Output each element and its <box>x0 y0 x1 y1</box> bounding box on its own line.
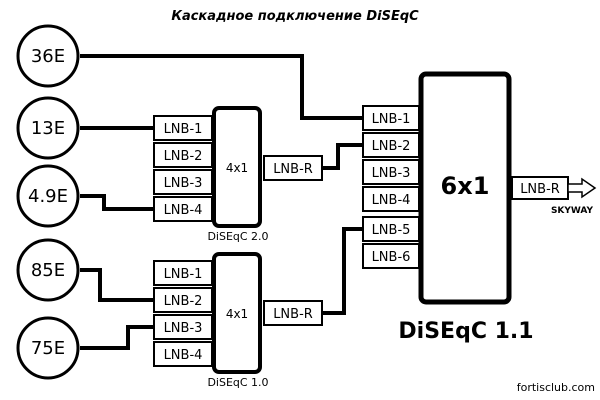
switch-main-port-lnb1: LNB-1 <box>362 105 420 131</box>
switch-top-port-lnb1: LNB-1 <box>153 115 213 141</box>
satellite-75e: 75E <box>16 316 80 380</box>
receiver-label: SKYWAY <box>551 206 594 216</box>
satellite-4-9e: 4.9E <box>16 164 80 228</box>
port-label: LNB-3 <box>164 321 203 336</box>
port-label: LNB-4 <box>164 348 203 363</box>
switch-main-6x1: LNB-1 LNB-2 LNB-3 LNB-4 LNB-5 LNB-6 6x1 … <box>362 71 597 344</box>
switch-top-port-lnb3: LNB-3 <box>153 169 213 195</box>
port-label: LNB-6 <box>372 250 411 265</box>
satellite-36e: 36E <box>16 24 80 88</box>
wire-36e-to-main-lnb1 <box>80 54 363 120</box>
switch-main-body <box>418 71 512 305</box>
switch-top-caption: DiSEqC 2.0 <box>207 230 268 243</box>
switch-bottom-port-lnb4: LNB-4 <box>153 341 213 367</box>
switch-main-label: 6x1 <box>441 172 490 200</box>
switch-top-4x1: LNB-1 LNB-2 LNB-3 LNB-4 4x1 LNB-R DiSEqC… <box>153 106 323 243</box>
switch-bottom-port-lnb2: LNB-2 <box>153 287 213 313</box>
switch-main-caption: DiSEqC 1.1 <box>398 319 533 344</box>
switch-bottom-label: 4x1 <box>226 307 248 321</box>
port-label: LNB-3 <box>164 176 203 191</box>
switch-bottom-4x1: LNB-1 LNB-2 LNB-3 LNB-4 4x1 LNB-R DiSEqC… <box>153 252 323 389</box>
switch-main-port-lnb4: LNB-4 <box>362 186 420 212</box>
switch-top-port-lnb2: LNB-2 <box>153 142 213 168</box>
wire-bottom-out-to-main-lnb5 <box>322 227 363 315</box>
satellite-13e: 13E <box>16 96 80 160</box>
satellite-label: 4.9E <box>28 186 68 207</box>
switch-bottom-output-port: LNB-R <box>263 300 323 326</box>
port-label: LNB-2 <box>164 149 203 164</box>
port-label: LNB-2 <box>372 139 411 154</box>
diagram-title: Каскадное подключение DiSEqC <box>171 9 419 24</box>
wire-75e-to-bottom-lnb3 <box>80 325 154 350</box>
port-label: LNB-1 <box>372 112 411 127</box>
switch-bottom-port-lnb3: LNB-3 <box>153 314 213 340</box>
switch-bottom-body <box>212 252 262 374</box>
footer-credit: fortisclub.com <box>517 381 595 394</box>
switch-bottom-caption: DiSEqC 1.0 <box>207 376 268 389</box>
switch-top-output-port: LNB-R <box>263 155 323 181</box>
port-label: LNB-2 <box>164 294 203 309</box>
switch-main-output-port: LNB-R <box>511 176 569 200</box>
port-label: LNB-R <box>273 162 313 177</box>
port-label: LNB-5 <box>372 223 411 238</box>
connection-wires <box>80 54 363 350</box>
port-label: LNB-4 <box>164 203 203 218</box>
port-label: LNB-1 <box>164 122 203 137</box>
satellite-label: 13E <box>31 118 65 139</box>
switch-top-body <box>212 106 262 228</box>
switch-main-port-lnb3: LNB-3 <box>362 159 420 185</box>
satellite-label: 75E <box>31 338 65 359</box>
switch-bottom-port-lnb1: LNB-1 <box>153 260 213 286</box>
wire-85e-to-bottom-lnb2 <box>80 268 154 302</box>
wire-top-out-to-main-lnb2 <box>322 143 363 170</box>
port-label: LNB-4 <box>372 193 411 208</box>
wire-49e-to-top-lnb4 <box>80 194 154 211</box>
satellite-label: 36E <box>31 46 65 67</box>
port-label: LNB-R <box>520 182 560 197</box>
switch-main-port-lnb6: LNB-6 <box>362 243 420 269</box>
switch-main-port-lnb2: LNB-2 <box>362 132 420 158</box>
port-label: LNB-1 <box>164 267 203 282</box>
output-arrow-icon <box>567 177 597 199</box>
switch-main-port-lnb5: LNB-5 <box>362 216 420 242</box>
satellite-85e: 85E <box>16 238 80 302</box>
port-label: LNB-3 <box>372 166 411 181</box>
satellite-label: 85E <box>31 260 65 281</box>
switch-top-label: 4x1 <box>226 161 248 175</box>
port-label: LNB-R <box>273 307 313 322</box>
switch-top-port-lnb4: LNB-4 <box>153 196 213 222</box>
